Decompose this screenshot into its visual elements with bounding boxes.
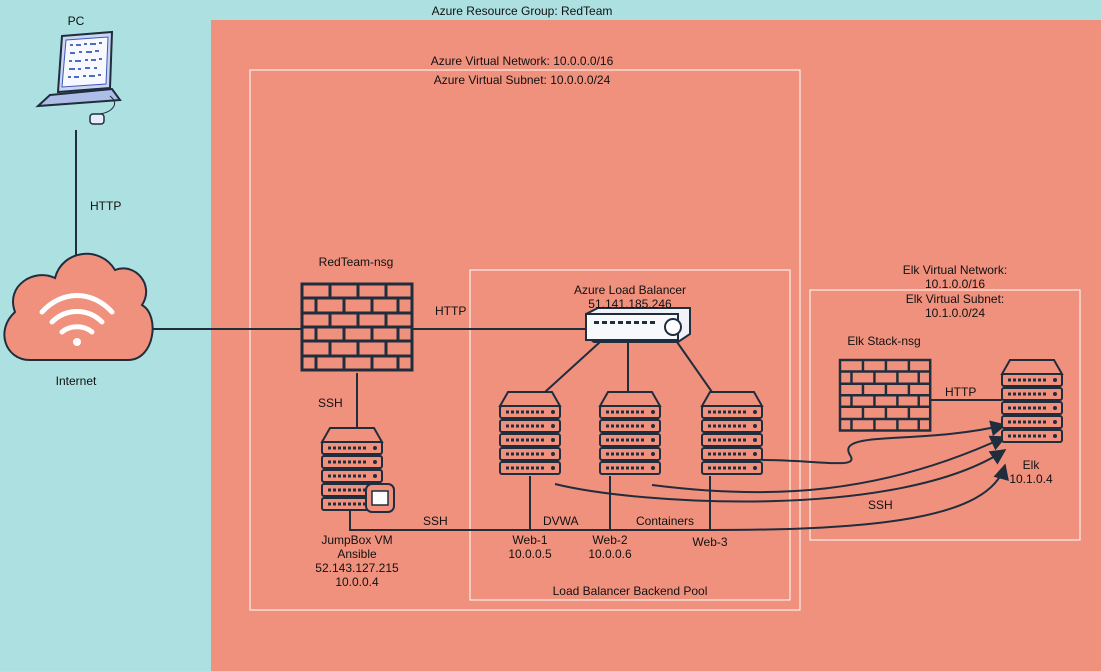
elk-subnet-title: Elk Virtual Subnet:: [905, 292, 1005, 306]
jumpbox-public-ip: 52.143.127.215: [315, 561, 399, 575]
nsg-jumpbox-protocol: SSH: [318, 396, 343, 410]
pc-label: PC: [67, 14, 85, 28]
link-web1-elk: [554, 449, 1007, 503]
load-balancer-icon: [585, 307, 691, 343]
web2-ip: 10.0.0.6: [588, 547, 632, 561]
jumpbox-role: Ansible: [337, 547, 377, 561]
vnet-subnet: Azure Virtual Subnet: 10.0.0.0/24: [433, 73, 611, 87]
backend-pool-box: [469, 269, 791, 601]
elk-subnet-cidr: 10.1.0.0/24: [924, 306, 986, 320]
web2-name: Web-2: [592, 533, 628, 547]
link-jumpbox-elk: [709, 463, 1009, 531]
resource-group-title: Azure Resource Group: RedTeam: [431, 4, 613, 18]
elk-vnet-title: Elk Virtual Network:: [902, 263, 1008, 277]
web2-server-icon: [598, 390, 662, 476]
laptop-icon: [35, 30, 122, 125]
elk-name: Elk: [1022, 458, 1040, 472]
firewall-icon: [300, 282, 414, 372]
web3-server-icon: [700, 390, 764, 476]
link-web2-elk: [651, 435, 1007, 494]
internet-label: Internet: [55, 374, 97, 388]
jumpbox-name: JumpBox VM: [321, 533, 393, 547]
virtual-network-box: [249, 69, 801, 611]
jumpbox-elk-protocol: SSH: [868, 498, 893, 512]
jumpbox-private-ip: 10.0.0.4: [335, 575, 379, 589]
elk-network-box: [809, 289, 1081, 541]
nsg-label: RedTeam-nsg: [318, 255, 394, 269]
elknsg-elk-protocol: HTTP: [945, 385, 977, 399]
bus-containers-label: Containers: [636, 514, 695, 528]
elk-server-icon: [1000, 358, 1064, 444]
bus-dvwa-label: DVWA: [543, 514, 579, 528]
web1-server-icon: [498, 390, 562, 476]
elk-vnet-cidr: 10.1.0.0/16: [924, 277, 986, 291]
vnet-title: Azure Virtual Network: 10.0.0.0/16: [430, 54, 614, 68]
jumpbox-console-icon: [365, 483, 395, 513]
load-balancer-ip: 51.141.185.246: [588, 297, 672, 311]
link-jumpbox-bus: [349, 510, 710, 531]
jumpbox-web-protocol: SSH: [423, 514, 448, 528]
elk-nsg-label: Elk Stack-nsg: [847, 334, 921, 348]
web1-ip: 10.0.0.5: [508, 547, 552, 561]
pc-internet-protocol: HTTP: [90, 199, 122, 213]
link-lb-web1: [544, 341, 601, 393]
nsg-lb-protocol: HTTP: [435, 304, 467, 318]
link-lb-web3: [676, 341, 713, 393]
web1-name: Web-1: [512, 533, 548, 547]
web3-name: Web-3: [692, 535, 728, 549]
link-web3-elk: [761, 420, 1007, 465]
load-balancer-label: Azure Load Balancer: [573, 283, 687, 297]
elk-firewall-icon: [838, 358, 932, 432]
backend-pool-label: Load Balancer Backend Pool: [552, 584, 708, 598]
cloud-icon: [3, 252, 154, 361]
elk-ip: 10.1.0.4: [1009, 472, 1053, 486]
